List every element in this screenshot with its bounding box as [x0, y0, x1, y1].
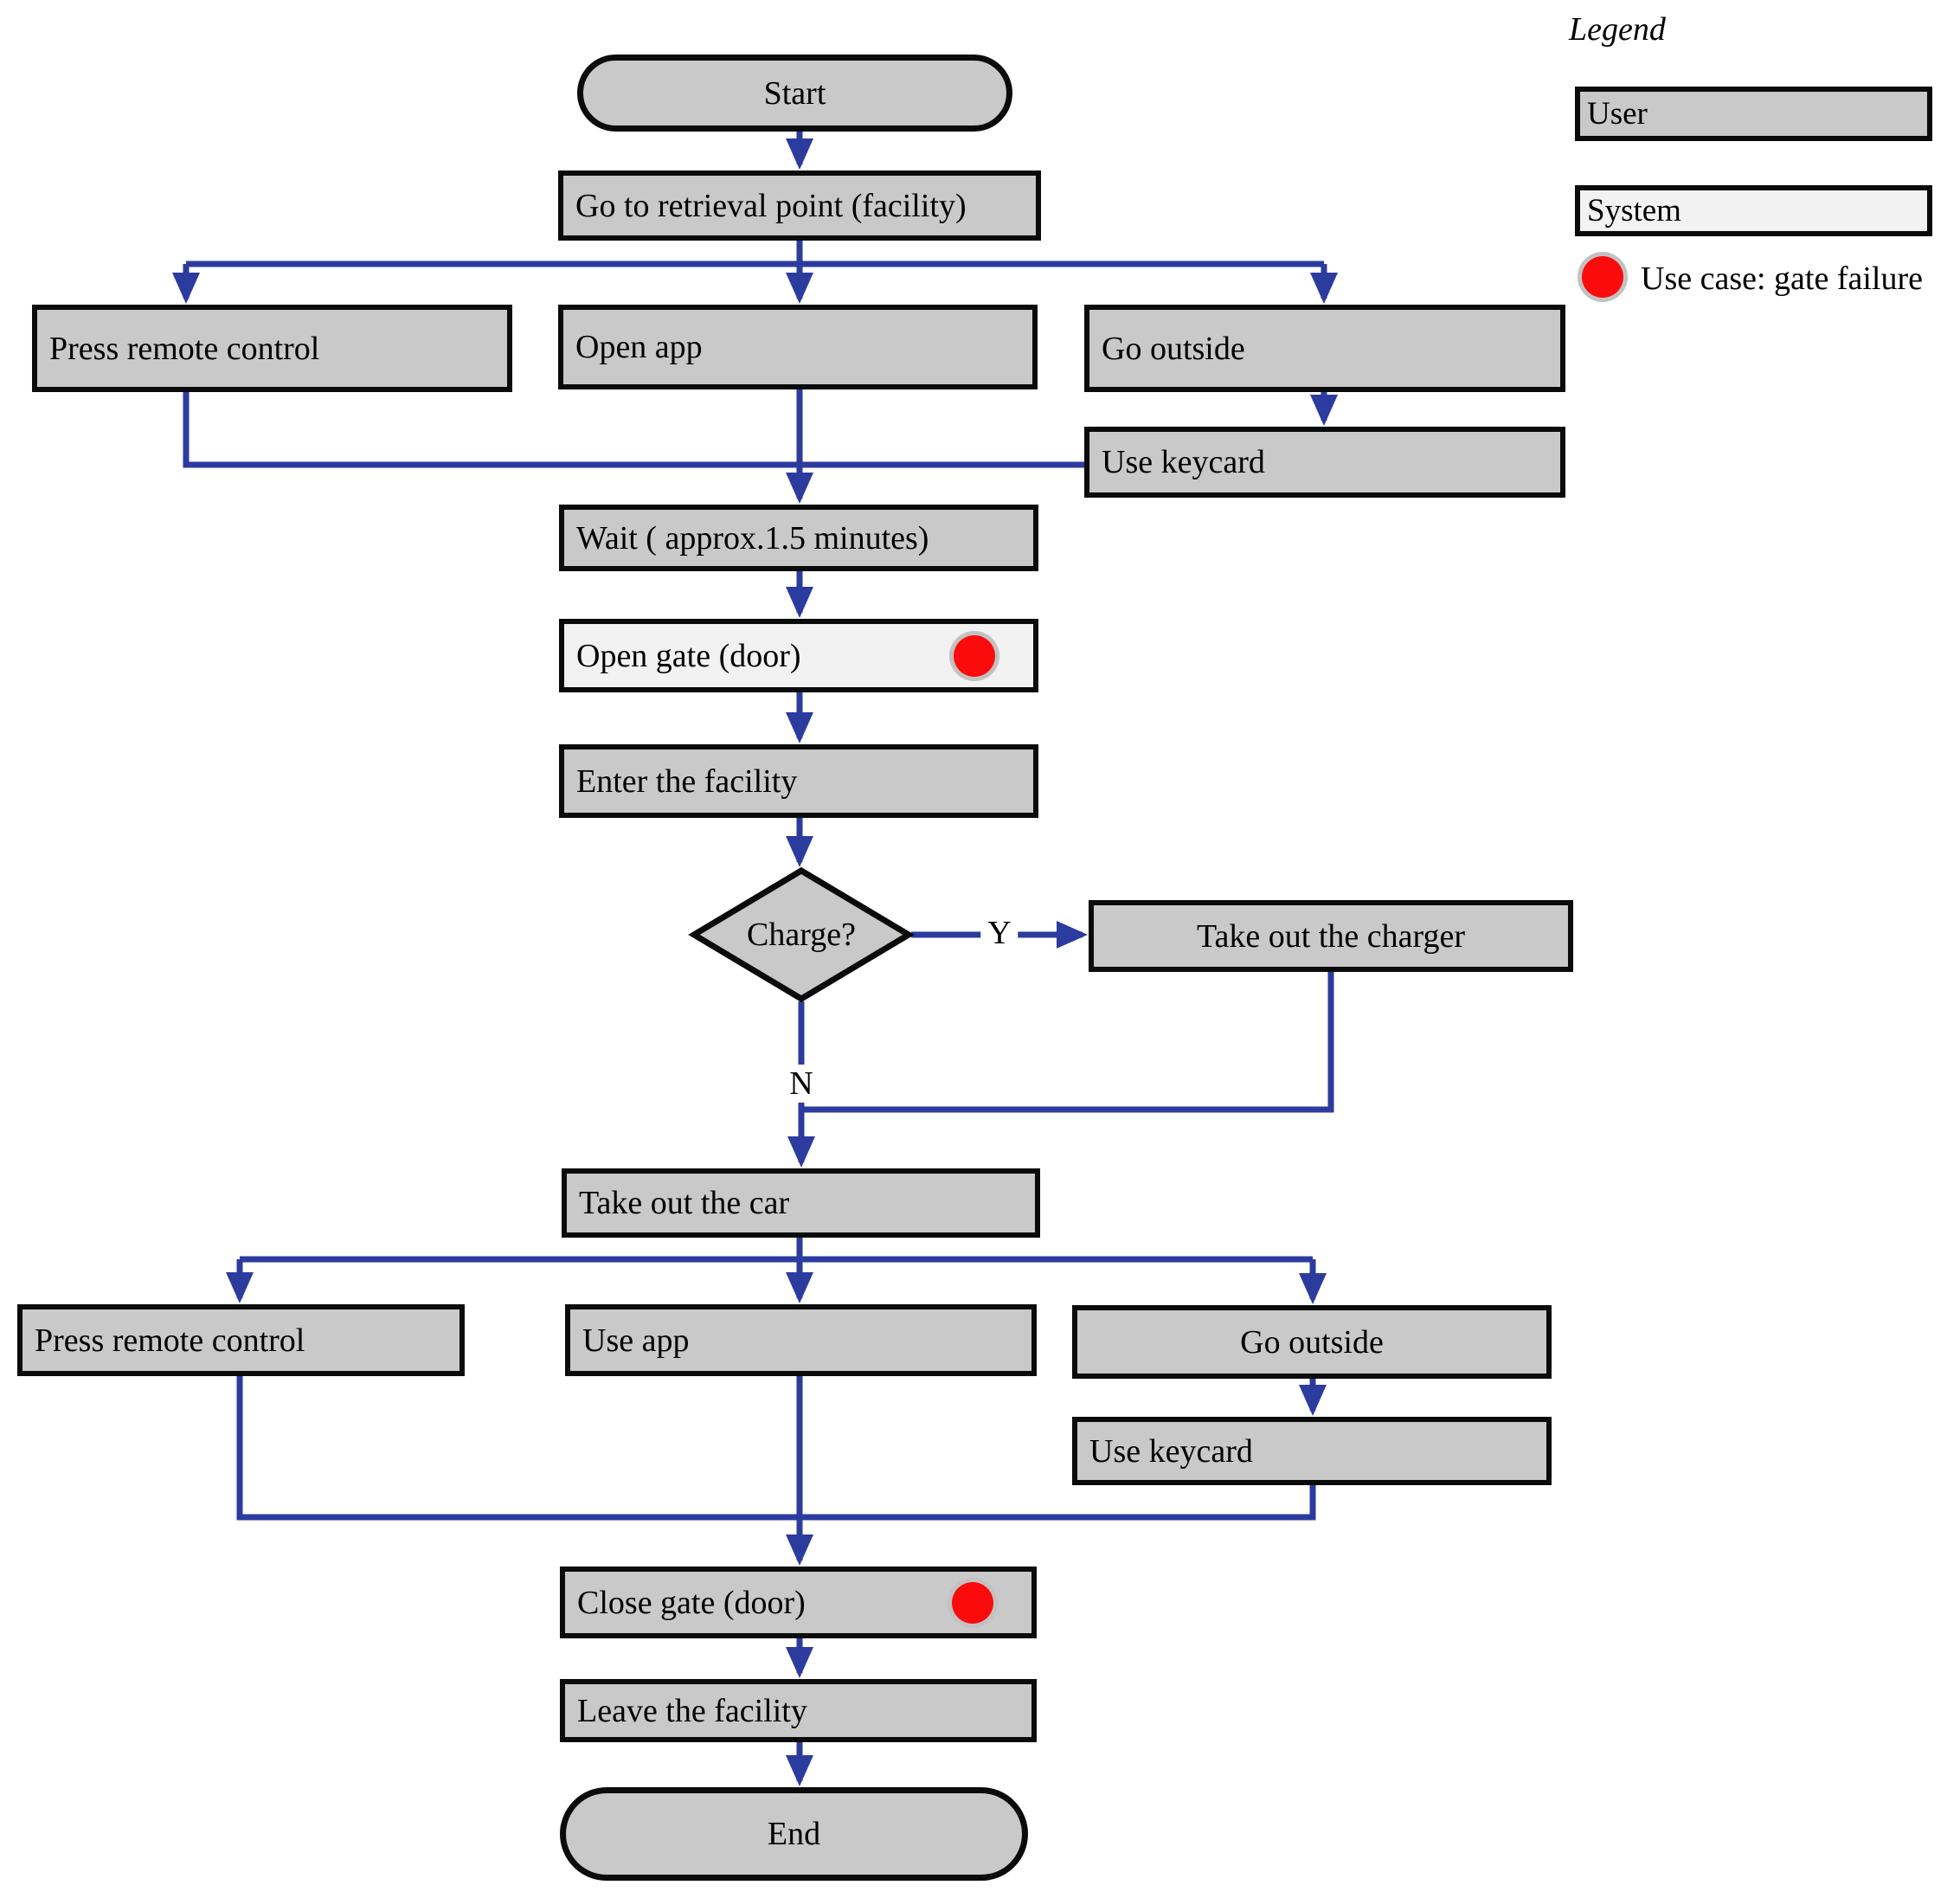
- legend-system-label: System: [1587, 193, 1681, 228]
- flow-node-opengate: Open gate (door): [559, 619, 1038, 692]
- flow-edge: [183, 392, 1084, 468]
- legend-system-swatch: System: [1575, 185, 1932, 236]
- flow-node-leave: Leave the facility: [560, 1679, 1037, 1742]
- node-label: Enter the facility: [576, 762, 798, 800]
- legend-user-label: User: [1587, 96, 1648, 132]
- node-label: Open app: [575, 329, 703, 365]
- node-label: Use keycard: [1102, 444, 1265, 480]
- node-label: Wait ( approx.1.5 minutes): [576, 519, 929, 557]
- flow-node-press1: Press remote control: [32, 305, 512, 392]
- node-label: End: [767, 1816, 821, 1852]
- node-label: Take out the charger: [1197, 917, 1465, 955]
- flow-node-keycard1: Use keycard: [1084, 427, 1565, 498]
- edge-label-no: N: [782, 1065, 820, 1103]
- node-label: Charge?: [747, 917, 856, 953]
- flow-edge: [236, 1376, 800, 1521]
- node-label: Press remote control: [35, 1322, 305, 1359]
- flow-node-charge: Charge?: [691, 868, 911, 1001]
- flow-node-press2: Press remote control: [17, 1304, 465, 1376]
- use-case-marker-icon: [954, 634, 995, 677]
- node-label: Leave the facility: [577, 1692, 807, 1729]
- flow-node-gooutside1: Go outside: [1084, 305, 1565, 392]
- legend-user-swatch: User: [1575, 87, 1932, 141]
- node-label: Use keycard: [1089, 1432, 1253, 1470]
- node-label: Go outside: [1240, 1323, 1384, 1361]
- decision-diamond: [688, 866, 915, 1003]
- use-case-marker-icon: [952, 1581, 993, 1624]
- flow-node-closegate: Close gate (door): [560, 1567, 1037, 1638]
- flow-edge: [801, 972, 1334, 1113]
- flow-node-keycard2: Use keycard: [1072, 1417, 1552, 1485]
- flow-node-useapp: Use app: [565, 1304, 1037, 1376]
- flow-node-wait: Wait ( approx.1.5 minutes): [559, 505, 1038, 571]
- flow-node-gooutside2: Go outside: [1072, 1305, 1552, 1379]
- flow-node-goto: Go to retrieval point (facility): [558, 170, 1041, 241]
- flow-node-end: End: [560, 1787, 1028, 1881]
- node-label: Open gate (door): [576, 637, 801, 674]
- legend-usecase-label: Use case: gate failure: [1641, 261, 1923, 297]
- node-label: Use app: [582, 1322, 690, 1359]
- node-label: Press remote control: [49, 330, 320, 367]
- flow-node-charger: Take out the charger: [1089, 900, 1573, 972]
- legend-title: Legend: [1569, 11, 1666, 48]
- flow-node-openapp: Open app: [558, 305, 1038, 389]
- node-label: Take out the car: [579, 1185, 790, 1221]
- flow-node-takecar: Take out the car: [562, 1168, 1040, 1238]
- flow-node-start: Start: [577, 55, 1012, 132]
- flow-edge: [800, 1485, 1316, 1521]
- flow-edge: [186, 241, 1324, 267]
- edge-label-yes: Y: [980, 914, 1019, 952]
- node-label: Go to retrieval point (facility): [575, 187, 967, 224]
- node-label: Go outside: [1102, 330, 1245, 367]
- flow-edge: [240, 1238, 1313, 1263]
- use-case-dot-icon: [1582, 256, 1623, 298]
- flow-node-enter: Enter the facility: [559, 744, 1038, 818]
- node-label: Start: [763, 74, 826, 112]
- node-label: Close gate (door): [577, 1584, 806, 1621]
